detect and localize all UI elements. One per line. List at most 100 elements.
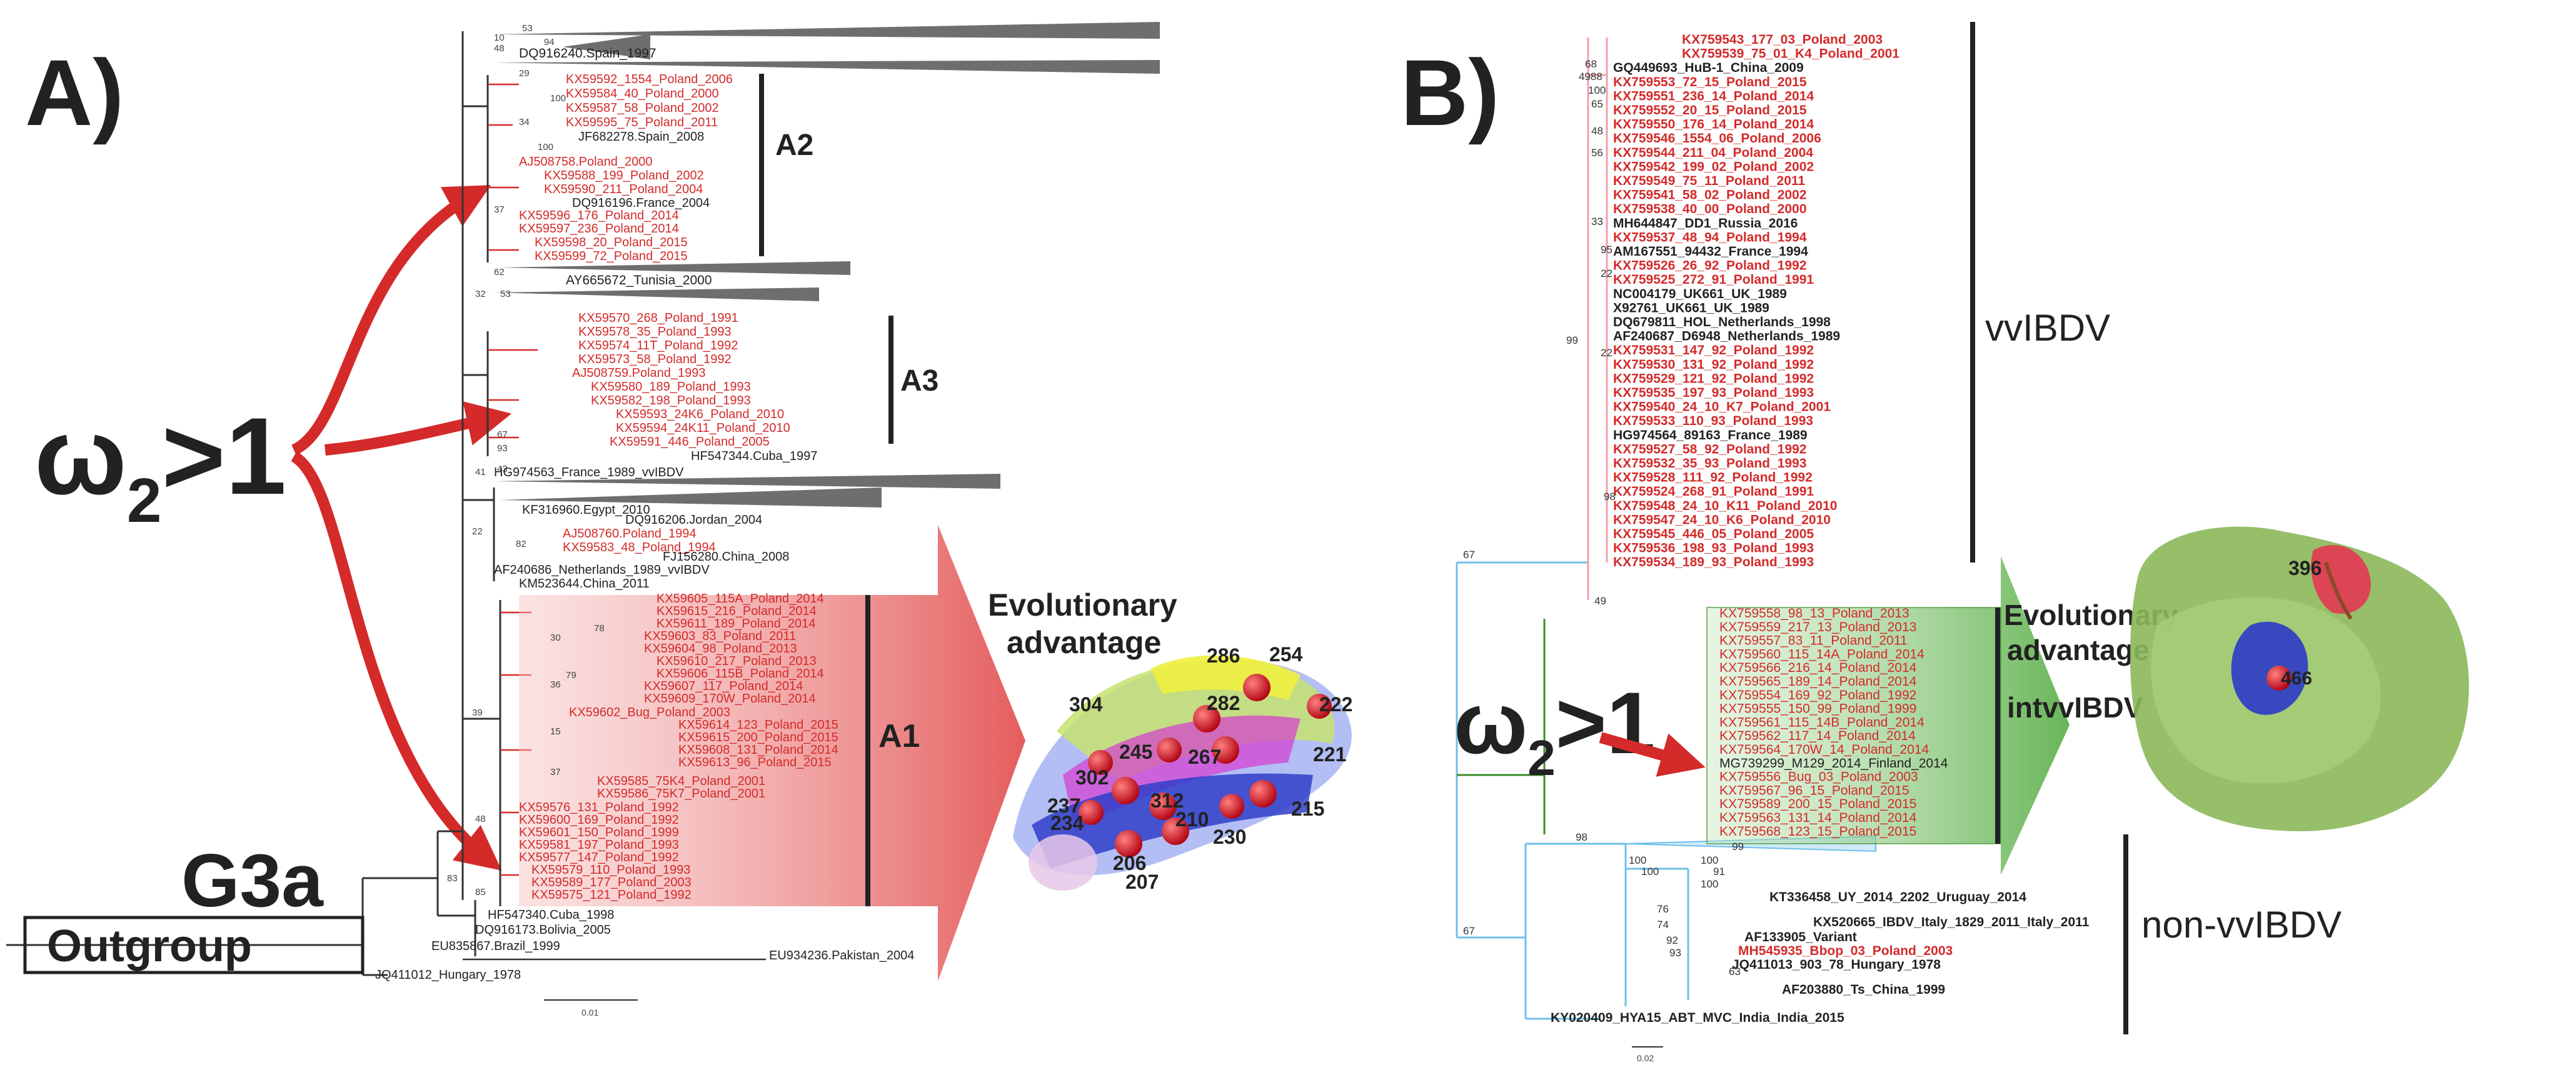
tip-label: KX759566_216_14_Poland_2014 xyxy=(1719,661,1917,675)
tip-label: KX59588_199_Poland_2002 xyxy=(544,169,704,182)
outgroup-box xyxy=(23,916,365,974)
residue-number: 215 xyxy=(1291,798,1324,820)
tip-label: KX59599_72_Poland_2015 xyxy=(535,249,688,263)
tip-label: MH644847_DD1_Russia_2016 xyxy=(1613,216,1798,231)
bootstrap-value: 41 xyxy=(475,467,486,478)
tip-label: KX759527_58_92_Poland_1992 xyxy=(1613,442,1806,456)
tip-label: HF547344.Cuba_1997 xyxy=(691,449,817,463)
tip-label: KX59584_40_Poland_2000 xyxy=(566,87,719,101)
tip-label: KX759526_26_92_Poland_1992 xyxy=(1613,259,1806,273)
tree-a-a2-tips: KX59592_1554_Poland_2006 KX59584_40_Pola… xyxy=(519,72,733,263)
evolutionary-advantage-line2: advantage xyxy=(1007,625,1161,660)
tip-label: JQ411013_903_78_Hungary_1978 xyxy=(1732,958,1941,972)
intvv-highlight-arrow xyxy=(1707,556,2070,875)
tree-a-bootstraps: 53 10 94 48 29 100 34 100 37 62 32 53 41… xyxy=(447,23,605,898)
selection-arrow-intvv xyxy=(1599,732,1706,777)
tip-label: KX759533_110_93_Poland_1993 xyxy=(1613,414,1813,428)
tip-label: KX759540_24_10_K7_Poland_2001 xyxy=(1613,400,1831,414)
tip-label: HG974564_89163_France_1989 xyxy=(1613,428,1808,442)
collapsed-clade-wedges-a xyxy=(494,22,1160,508)
residue-number: 221 xyxy=(1313,743,1346,766)
residue-number: 286 xyxy=(1207,644,1240,667)
tree-a-top-tips: DQ916240.Spain_1997 xyxy=(519,46,657,61)
bootstrap-value: 67 xyxy=(497,429,508,440)
bootstrap-value: 22 xyxy=(1601,268,1613,279)
panel-a-label: A) xyxy=(25,40,124,145)
tip-label: KX759565_189_14_Poland_2014 xyxy=(1719,674,1917,689)
tree-a-bottom-tips: HF547340.Cuba_1998 DQ916173.Bolivia_2005… xyxy=(375,908,914,982)
tip-label: KX59585_75K4_Poland_2001 xyxy=(597,774,765,788)
tip-label: KX520665_IBDV_Italy_1829_2011_Italy_2011 xyxy=(1813,915,2090,929)
bootstrap-value: 48 xyxy=(475,814,486,824)
tip-label: AF240686_Netherlands_1989_vvIBDV xyxy=(494,563,710,577)
bootstrap-value: 22 xyxy=(472,526,483,537)
bootstrap-value: 43 xyxy=(497,464,508,474)
bootstrap-value: 30 xyxy=(550,632,561,643)
tip-label: KX59614_123_Poland_2015 xyxy=(678,718,838,732)
tip-label: KX759568_123_15_Poland_2015 xyxy=(1719,824,1916,839)
tip-label: KX759542_199_02_Poland_2002 xyxy=(1613,159,1814,174)
tip-label: KX59603_83_Poland_2011 xyxy=(644,629,796,643)
tip-label: KM523644.China_2011 xyxy=(519,577,650,591)
tip-label: KX59577_147_Poland_1992 xyxy=(519,851,679,864)
residue-number: 302 xyxy=(1075,766,1109,789)
bootstrap-value: 100 xyxy=(550,93,566,104)
bootstrap-value: 48 xyxy=(1591,125,1603,137)
bootstrap-value: 65 xyxy=(1591,98,1603,110)
tip-label: KX759556_Bug_03_Poland_2003 xyxy=(1719,770,1918,784)
bootstrap-value: 48 xyxy=(494,43,505,54)
omega-label-a: ω2>1 xyxy=(34,396,286,536)
tip-label: KX59580_189_Poland_1993 xyxy=(591,380,751,394)
tip-label: KX759544_211_04_Poland_2004 xyxy=(1613,146,1813,160)
bootstrap-value: 4988 xyxy=(1579,71,1602,82)
residue-number: 245 xyxy=(1119,741,1152,763)
tree-a-branches xyxy=(6,31,501,976)
bootstrap-value: 98 xyxy=(1576,831,1587,843)
bootstrap-value: 39 xyxy=(472,708,483,718)
residue-466-label: 466 xyxy=(2281,668,2312,689)
bootstrap-value: 98 xyxy=(1604,491,1616,502)
tip-label: KX59608_131_Poland_2014 xyxy=(678,743,838,757)
bootstrap-value: 99 xyxy=(1566,334,1578,346)
bootstrap-value: 33 xyxy=(1591,216,1603,228)
tip-label: KX59587_58_Poland_2002 xyxy=(566,101,719,115)
tip-label: MG739299_M129_2014_Finland_2014 xyxy=(1719,756,1948,771)
bootstrap-value: 100 xyxy=(1588,84,1606,96)
tip-label: KX59589_177_Poland_2003 xyxy=(531,876,692,889)
tip-label: X92761_UK661_UK_1989 xyxy=(1613,301,1769,315)
tip-label: KX59597_236_Poland_2014 xyxy=(519,222,679,236)
tip-label: EU934236.Pakistan_2004 xyxy=(769,949,914,962)
tip-label: KX759546_1554_06_Poland_2006 xyxy=(1613,131,1821,146)
selection-arrow-a3 xyxy=(325,401,512,456)
bootstrap-value: 100 xyxy=(1629,854,1646,866)
tip-label: KX59595_75_Poland_2011 xyxy=(566,116,718,129)
tip-label: KX759539_75_01_K4_Poland_2001 xyxy=(1682,47,1899,61)
tip-label: KX59592_1554_Poland_2006 xyxy=(566,72,733,86)
bootstrap-value: 34 xyxy=(519,117,530,128)
tip-label: KY020409_HYA15_ABT_MVC_India_India_2015 xyxy=(1551,1011,1844,1025)
tip-label: KX759531_147_92_Poland_1992 xyxy=(1613,343,1814,358)
tip-label: KX759535_197_93_Poland_1993 xyxy=(1613,386,1814,400)
selection-arrow-a2 xyxy=(291,185,491,456)
tip-label: KX59606_115B_Poland_2014 xyxy=(657,667,824,681)
bootstrap-value: 36 xyxy=(550,679,561,690)
tip-label: KX59594_24K11_Poland_2010 xyxy=(616,421,790,435)
tip-label: HG974563_France_1989_vvIBDV xyxy=(494,466,684,479)
bootstrap-value: 62 xyxy=(494,267,505,278)
residue-number: 282 xyxy=(1207,692,1240,714)
tip-label: KX759550_176_14_Poland_2014 xyxy=(1613,118,1814,132)
tip-label: DQ916240.Spain_1997 xyxy=(519,46,657,61)
tree-a-a3-tips: KX59570_268_Poland_1991 KX59578_35_Polan… xyxy=(572,311,817,463)
tip-label: KX759530_131_92_Poland_1992 xyxy=(1613,358,1814,372)
tip-label: GQ449693_HuB-1_China_2009 xyxy=(1613,61,1804,75)
tip-label: KX759555_150_99_Poland_1999 xyxy=(1719,702,1916,716)
tip-label: KT336458_UY_2014_2202_Uruguay_2014 xyxy=(1769,890,2026,904)
tip-label: KX59605_115A_Poland_2014 xyxy=(657,592,824,606)
tip-label: MH545935_Bbop_03_Poland_2003 xyxy=(1738,944,1953,958)
bootstrap-value: 56 xyxy=(1591,147,1603,159)
tip-label: KX759534_189_93_Poland_1993 xyxy=(1613,555,1814,569)
bootstrap-value: 67 xyxy=(1463,549,1475,561)
bootstrap-value: 67 xyxy=(1463,925,1475,937)
tip-label: KX759532_35_93_Poland_1993 xyxy=(1613,456,1806,471)
tip-label: KX59601_150_Poland_1999 xyxy=(519,826,679,839)
